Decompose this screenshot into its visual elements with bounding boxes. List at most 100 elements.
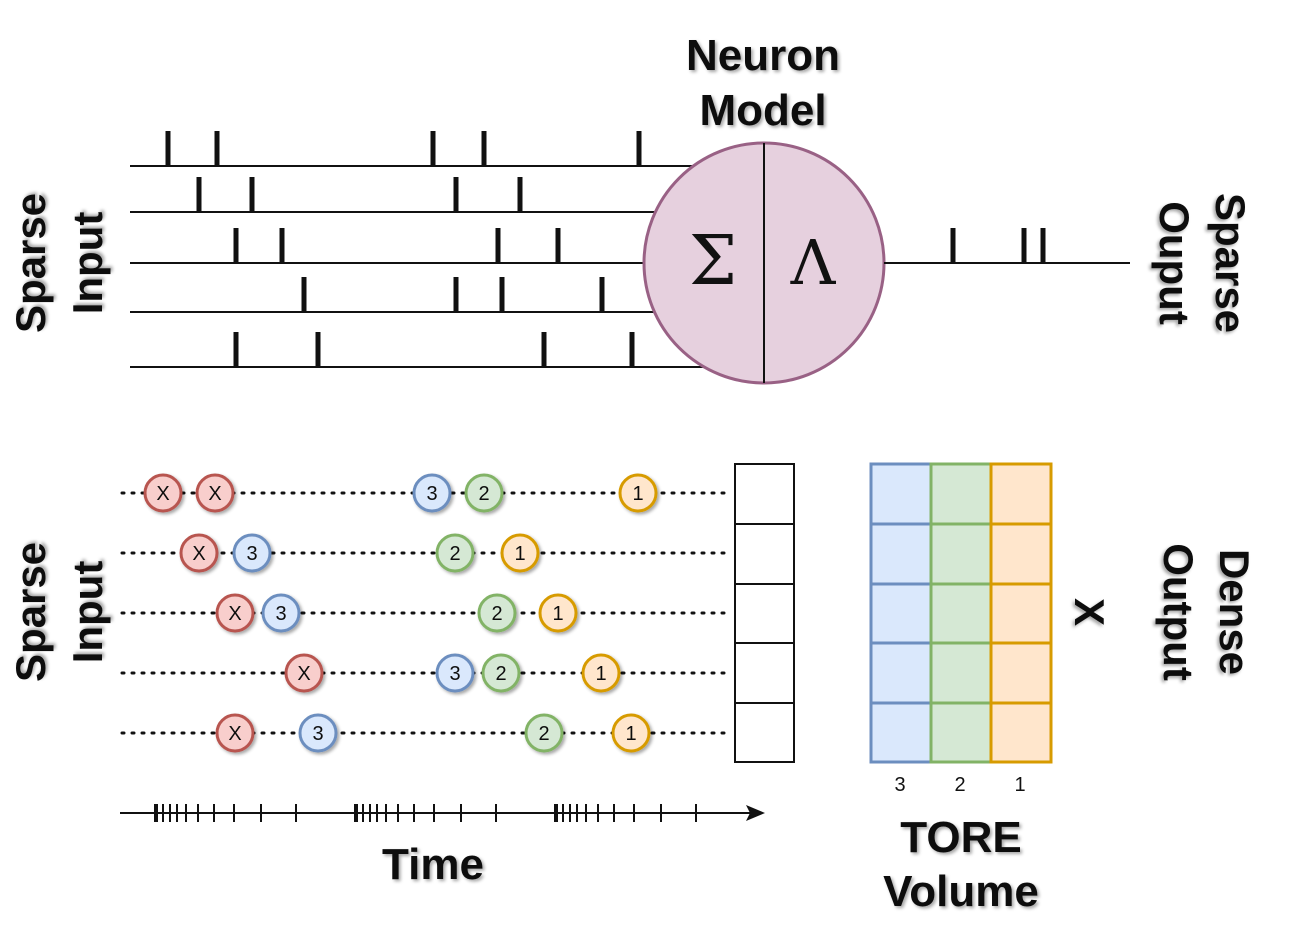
top-input-spike-trains xyxy=(130,131,705,368)
time-axis-arrowhead xyxy=(746,805,765,821)
event-badge-x: X xyxy=(179,533,219,573)
bottom-input-label-2: Input xyxy=(64,561,111,664)
svg-text:X: X xyxy=(156,483,169,505)
time-axis xyxy=(120,804,765,822)
pixel-column xyxy=(734,463,795,763)
svg-text:Sparse: Sparse xyxy=(7,193,54,333)
event-badge-2: 2 xyxy=(464,473,504,513)
tore-cell xyxy=(929,641,993,705)
svg-text:Output: Output xyxy=(1155,543,1202,681)
neuron-title-line2: Model xyxy=(699,86,826,135)
svg-text:3: 3 xyxy=(275,603,286,625)
tore-cell xyxy=(989,522,1053,586)
event-badge-1: 1 xyxy=(611,713,651,753)
svg-text:Input: Input xyxy=(64,212,111,315)
svg-text:3: 3 xyxy=(246,543,257,565)
tore-cell xyxy=(929,522,993,586)
event-badge-1: 1 xyxy=(581,653,621,693)
top-output-label: Sparse xyxy=(1207,193,1254,333)
event-badge-x: X xyxy=(143,473,183,513)
svg-text:2: 2 xyxy=(449,543,460,565)
svg-text:2: 2 xyxy=(495,663,506,685)
tore-cell xyxy=(929,701,993,764)
event-badge-x: X xyxy=(284,653,324,693)
tore-volume-grid xyxy=(869,462,1053,764)
pixel-cell xyxy=(734,642,795,704)
svg-text:1: 1 xyxy=(514,543,525,565)
tore-column-1 xyxy=(989,462,1053,764)
svg-text:1: 1 xyxy=(552,603,563,625)
lambda-symbol: Λ xyxy=(790,226,837,299)
neuron-title-line1: Neuron xyxy=(686,31,840,80)
pixel-cell xyxy=(734,463,795,525)
event-badges: X X 3 2 1 X xyxy=(143,473,658,753)
pixel-cell xyxy=(734,523,795,585)
tore-cell xyxy=(929,462,993,526)
event-badge-3: 3 xyxy=(412,473,452,513)
bottom-output-label: Dense xyxy=(1211,549,1258,675)
svg-text:X: X xyxy=(208,483,221,505)
bottom-output-label-2: Output xyxy=(1155,543,1202,681)
tore-cell xyxy=(869,641,933,705)
event-badge-1: 1 xyxy=(618,473,658,513)
tore-column-3 xyxy=(869,462,933,764)
svg-text:X: X xyxy=(192,543,205,565)
tore-cell xyxy=(929,582,993,645)
tore-cell xyxy=(989,462,1053,526)
svg-text:3: 3 xyxy=(449,663,460,685)
svg-text:X: X xyxy=(297,663,310,685)
svg-text:1: 1 xyxy=(625,723,636,745)
tore-cell xyxy=(989,701,1053,764)
svg-text:2: 2 xyxy=(491,603,502,625)
svg-text:Input: Input xyxy=(64,561,111,664)
event-badge-x: X xyxy=(215,713,255,753)
tore-column-label: 3 xyxy=(894,774,905,796)
svg-text:1: 1 xyxy=(595,663,606,685)
event-badge-2: 2 xyxy=(481,653,521,693)
event-badge-2: 2 xyxy=(524,713,564,753)
sum-symbol: Σ xyxy=(689,222,737,301)
svg-text:2: 2 xyxy=(478,483,489,505)
tore-cell xyxy=(869,522,933,586)
time-label: Time xyxy=(382,840,484,889)
svg-text:1: 1 xyxy=(632,483,643,505)
svg-text:2: 2 xyxy=(538,723,549,745)
tore-cell xyxy=(869,582,933,645)
event-badge-3: 3 xyxy=(435,653,475,693)
tore-cell xyxy=(869,462,933,526)
pixel-cell xyxy=(734,583,795,644)
neuron-model: Σ Λ xyxy=(642,141,886,385)
svg-text:X: X xyxy=(228,603,241,625)
svg-text:X: X xyxy=(228,723,241,745)
svg-text:3: 3 xyxy=(312,723,323,745)
svg-text:Dense: Dense xyxy=(1211,549,1258,675)
tore-cell xyxy=(869,701,933,764)
event-badge-x: X xyxy=(195,473,235,513)
top-input-label-2: Input xyxy=(64,212,111,315)
tore-label-line2: Volume xyxy=(883,867,1039,916)
tore-column-2 xyxy=(929,462,993,764)
x-symbol: X xyxy=(1066,598,1113,626)
bottom-section: Sparse Input Dense Output X xyxy=(7,462,1258,916)
tore-label-line1: TORE xyxy=(900,813,1021,862)
tore-cell xyxy=(989,641,1053,705)
pixel-cell xyxy=(734,702,795,763)
tore-column-label: 1 xyxy=(1014,774,1025,796)
event-badge-2: 2 xyxy=(477,593,517,633)
bottom-input-label: Sparse xyxy=(7,542,54,682)
event-badge-3: 3 xyxy=(261,593,301,633)
event-badge-1: 1 xyxy=(538,593,578,633)
svg-text:3: 3 xyxy=(426,483,437,505)
svg-text:Sparse: Sparse xyxy=(1207,193,1254,333)
tore-column-label: 2 xyxy=(954,774,965,796)
event-badge-3: 3 xyxy=(298,713,338,753)
top-input-label: Sparse xyxy=(7,193,54,333)
event-badge-1: 1 xyxy=(500,533,540,573)
event-badge-2: 2 xyxy=(435,533,475,573)
top-output-label-2: Ouput xyxy=(1151,201,1198,325)
svg-text:Ouput: Ouput xyxy=(1151,201,1198,325)
tore-cell xyxy=(989,582,1053,645)
event-badge-x: X xyxy=(215,593,255,633)
top-output-spike-train xyxy=(884,228,1130,264)
